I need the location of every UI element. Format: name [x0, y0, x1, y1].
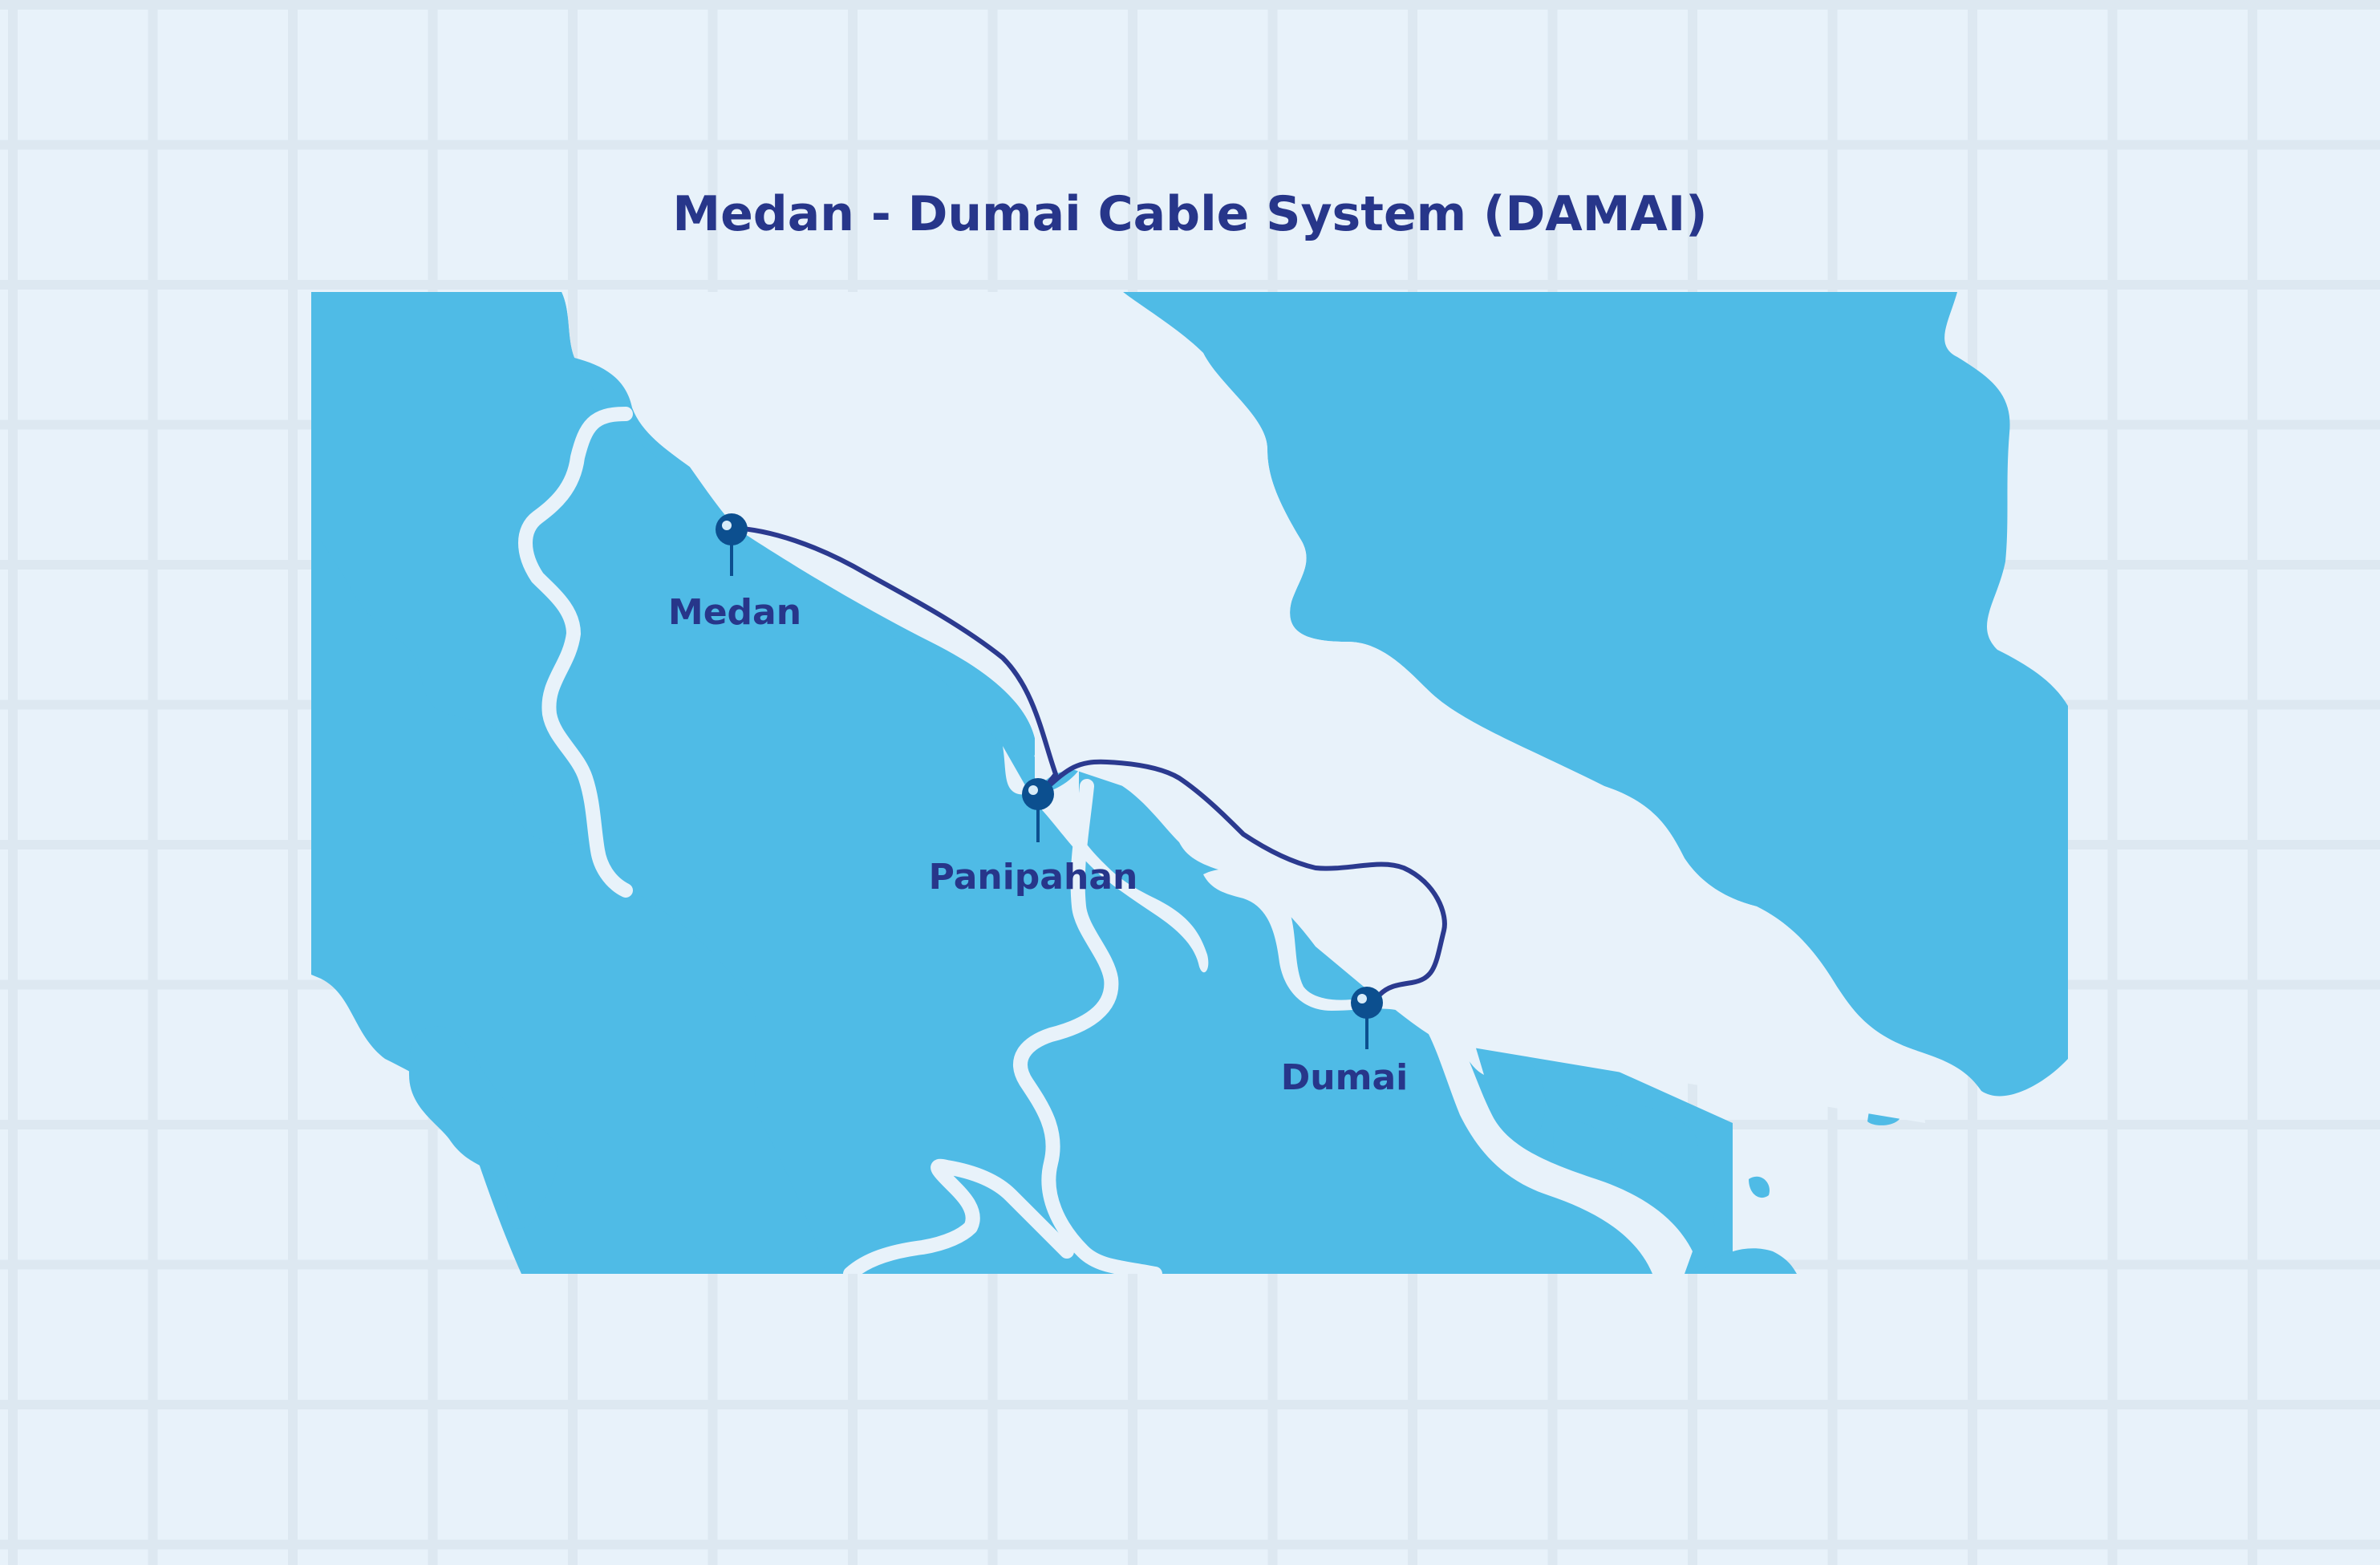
water-strait — [626, 292, 1925, 1123]
label-panipahan: Panipahan — [929, 857, 1138, 898]
marker-medan[interactable]: Medan — [668, 513, 801, 633]
marker-dumai[interactable]: Dumai — [1281, 987, 1408, 1098]
land-island-east-2 — [1498, 1056, 1546, 1147]
label-dumai: Dumai — [1281, 1057, 1408, 1098]
land-island-west — [409, 1026, 558, 1229]
cable-route — [729, 525, 1447, 1007]
land-island-east-3 — [1553, 1121, 1622, 1176]
marker-panipahan[interactable]: Panipahan — [929, 778, 1138, 898]
land-island-east-5 — [1713, 1202, 1727, 1232]
label-medan: Medan — [668, 592, 801, 633]
land-island-east-6 — [1749, 1176, 1770, 1198]
land-malaysia — [1123, 292, 2068, 1097]
land-island-east-4 — [1612, 1105, 1698, 1164]
water-inlet-dumai — [1203, 869, 1693, 1274]
river-south — [843, 1158, 1074, 1274]
map-title: Medan - Dumai Cable System (DAMAI) — [672, 186, 1708, 242]
river-north — [518, 407, 633, 898]
river-central — [1013, 779, 1162, 1274]
map-area — [311, 292, 2068, 1274]
land-island-east-7 — [1701, 1248, 1797, 1274]
water-inlet-panipahan — [1003, 746, 1209, 973]
